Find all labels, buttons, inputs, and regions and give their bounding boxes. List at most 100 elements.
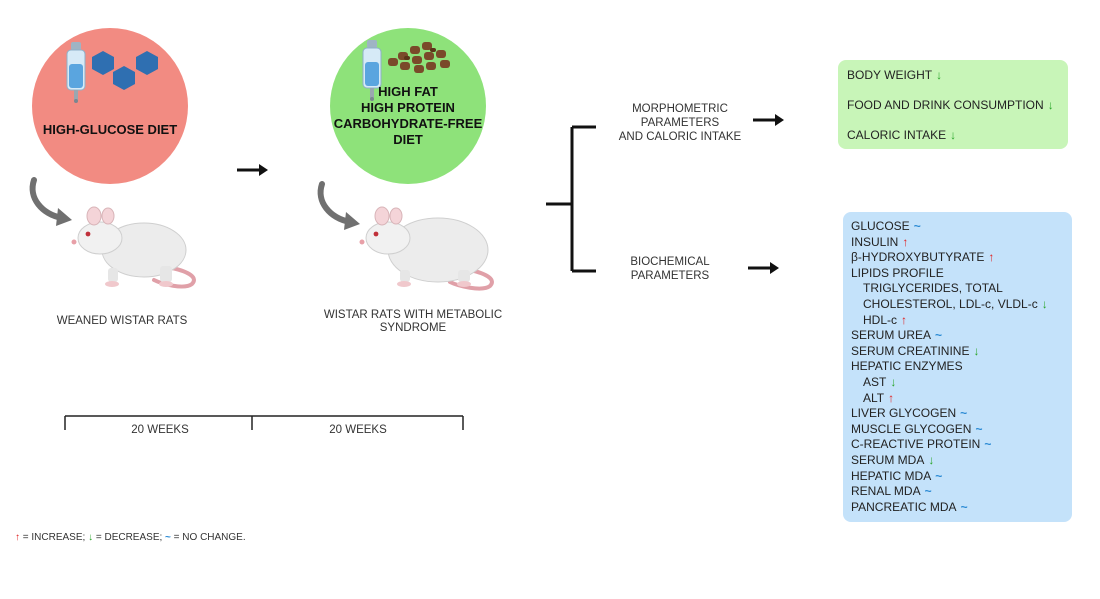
bio-result-item: HEPATIC ENZYMES xyxy=(851,359,963,373)
increase-arrow-icon: ↑ xyxy=(15,532,20,543)
right-arrow-icon xyxy=(237,164,268,176)
bio-result-item: HEPATIC MDA~ xyxy=(851,469,942,483)
bio-result-item: AST↓ xyxy=(863,375,896,389)
glucose-molecule-icon xyxy=(92,51,158,90)
bio-result-item: C-REACTIVE PROTEIN~ xyxy=(851,437,991,451)
increase-arrow-icon: ↑ xyxy=(902,234,909,249)
no-change-tilde-icon: ~ xyxy=(960,406,968,421)
rat-icon xyxy=(359,206,494,291)
decrease-arrow-icon: ↓ xyxy=(973,343,980,358)
bio-result-item: GLUCOSE~ xyxy=(851,219,921,233)
curved-arrow-icon xyxy=(317,181,360,230)
bio-result-label: AST xyxy=(863,375,887,389)
morpho-result-item: FOOD AND DRINK CONSUMPTION↓ xyxy=(847,98,1054,112)
curved-arrow-icon xyxy=(29,177,72,226)
bio-result-item: SERUM MDA↓ xyxy=(851,453,934,467)
fat-diet-label-3: CARBOHYDRATE-FREE xyxy=(333,116,483,131)
morpho-label-2: PARAMETERS xyxy=(640,117,720,129)
no-change-tilde-icon: ~ xyxy=(165,532,171,543)
right-arrow-icon xyxy=(748,262,779,274)
bio-result-item: INSULIN↑ xyxy=(851,235,908,249)
bio-result-item: HDL-c↑ xyxy=(863,313,907,327)
legend-no-change: = NO CHANGE. xyxy=(170,532,246,543)
bio-result-item: RENAL MDA~ xyxy=(851,484,932,498)
morpho-result-label: CALORIC INTAKE xyxy=(847,128,947,142)
bio-result-label: C-REACTIVE PROTEIN xyxy=(851,437,981,452)
bio-result-label: β-HYDROXYBUTYRATE xyxy=(851,250,985,265)
glucose-diet-label: HIGH-GLUCOSE DIET xyxy=(42,122,178,137)
bio-result-item: ALT↑ xyxy=(863,391,894,405)
bio-result-label: MUSCLE GLYCOGEN xyxy=(851,421,972,436)
weaned-rats-caption: WEANED WISTAR RATS xyxy=(56,315,188,327)
food-pellets-icon xyxy=(388,42,450,73)
morpho-label-1: MORPHOMETRIC xyxy=(632,103,728,115)
timeline-label-second: 20 WEEKS xyxy=(329,424,387,436)
bio-result-label: HEPATIC ENZYMES xyxy=(851,359,963,374)
bio-result-item: CHOLESTEROL, LDL-c, VLDL-c↓ xyxy=(863,297,1048,311)
bio-result-item: SERUM UREA~ xyxy=(851,328,942,342)
no-change-tilde-icon: ~ xyxy=(935,468,943,483)
water-bottle-icon xyxy=(66,42,86,103)
fat-diet-label-4: DIET xyxy=(393,132,423,147)
bio-result-label: CHOLESTEROL, LDL-c, VLDL-c xyxy=(863,297,1038,311)
increase-arrow-icon: ↑ xyxy=(901,312,908,327)
decrease-arrow-icon: ↓ xyxy=(936,68,943,82)
glucose-diet-circle xyxy=(32,28,188,184)
bio-result-label: SERUM MDA xyxy=(851,453,925,467)
bio-result-item: MUSCLE GLYCOGEN~ xyxy=(851,422,982,436)
bio-result-label: TRIGLYCERIDES, TOTAL xyxy=(863,281,1003,296)
legend-decrease: = DECREASE; xyxy=(93,532,166,543)
bio-result-label: ALT xyxy=(863,390,885,405)
bio-result-label: LIVER GLYCOGEN xyxy=(851,406,957,421)
branch-bracket xyxy=(546,125,596,273)
decrease-arrow-icon: ↓ xyxy=(1047,98,1054,112)
morpho-result-label: FOOD AND DRINK CONSUMPTION xyxy=(847,98,1044,112)
bio-result-label: SERUM UREA xyxy=(851,328,932,343)
morpho-result-item: CALORIC INTAKE↓ xyxy=(847,128,956,142)
morpho-label-3: AND CALORIC INTAKE xyxy=(618,131,742,143)
decrease-arrow-icon: ↓ xyxy=(950,128,957,142)
fat-diet-circle xyxy=(330,28,486,184)
bio-result-item: PANCREATIC MDA~ xyxy=(851,500,968,514)
bio-result-label: RENAL MDA xyxy=(851,484,921,499)
morpho-result-item: BODY WEIGHT↓ xyxy=(847,68,942,82)
rat-icon xyxy=(71,206,196,289)
legend-increase: = INCREASE; xyxy=(20,532,89,543)
no-change-tilde-icon: ~ xyxy=(984,437,992,452)
bio-result-item: TRIGLYCERIDES, TOTAL xyxy=(863,281,1003,295)
increase-arrow-icon: ↑ xyxy=(888,390,895,405)
right-arrow-icon xyxy=(753,114,784,126)
timeline xyxy=(64,415,464,430)
no-change-tilde-icon: ~ xyxy=(935,328,943,343)
increase-arrow-icon: ↑ xyxy=(988,250,995,265)
fat-diet-label-1: HIGH FAT xyxy=(378,84,438,99)
no-change-tilde-icon: ~ xyxy=(913,219,921,233)
bio-result-item: LIVER GLYCOGEN~ xyxy=(851,406,967,420)
bio-result-label: HDL-c xyxy=(863,312,898,327)
bio-result-label: LIPIDS PROFILE xyxy=(851,265,944,280)
bio-result-item: SERUM CREATININE↓ xyxy=(851,344,979,358)
bio-label-1: BIOCHEMICAL xyxy=(630,256,710,268)
bio-result-label: INSULIN xyxy=(851,234,899,249)
bio-label-2: PARAMETERS xyxy=(630,270,710,282)
decrease-arrow-icon: ↓ xyxy=(1041,297,1048,311)
bio-result-item: β-HYDROXYBUTYRATE↑ xyxy=(851,250,994,264)
water-bottle-icon xyxy=(362,40,382,101)
bio-result-label: GLUCOSE xyxy=(851,219,910,233)
metabolic-rats-caption-1: WISTAR RATS WITH METABOLIC xyxy=(323,309,503,321)
bio-result-label: PANCREATIC MDA xyxy=(851,499,957,514)
metabolic-rats-caption-2: SYNDROME xyxy=(379,322,447,334)
no-change-tilde-icon: ~ xyxy=(924,484,932,499)
morpho-results-box xyxy=(838,60,1068,149)
decrease-arrow-icon: ↓ xyxy=(88,532,94,543)
fat-diet-label-2: HIGH PROTEIN xyxy=(361,100,455,115)
timeline-label-first: 20 WEEKS xyxy=(131,424,189,436)
legend: ↑ = INCREASE; ↓ = DECREASE; ~ = NO CHANG… xyxy=(15,532,246,543)
bio-result-item: LIPIDS PROFILE xyxy=(851,266,944,280)
no-change-tilde-icon: ~ xyxy=(960,499,968,514)
decrease-arrow-icon: ↓ xyxy=(928,453,935,467)
bio-results-box xyxy=(843,212,1072,522)
decrease-arrow-icon: ↓ xyxy=(890,375,897,389)
no-change-tilde-icon: ~ xyxy=(975,421,983,436)
morpho-result-label: BODY WEIGHT xyxy=(847,68,933,82)
